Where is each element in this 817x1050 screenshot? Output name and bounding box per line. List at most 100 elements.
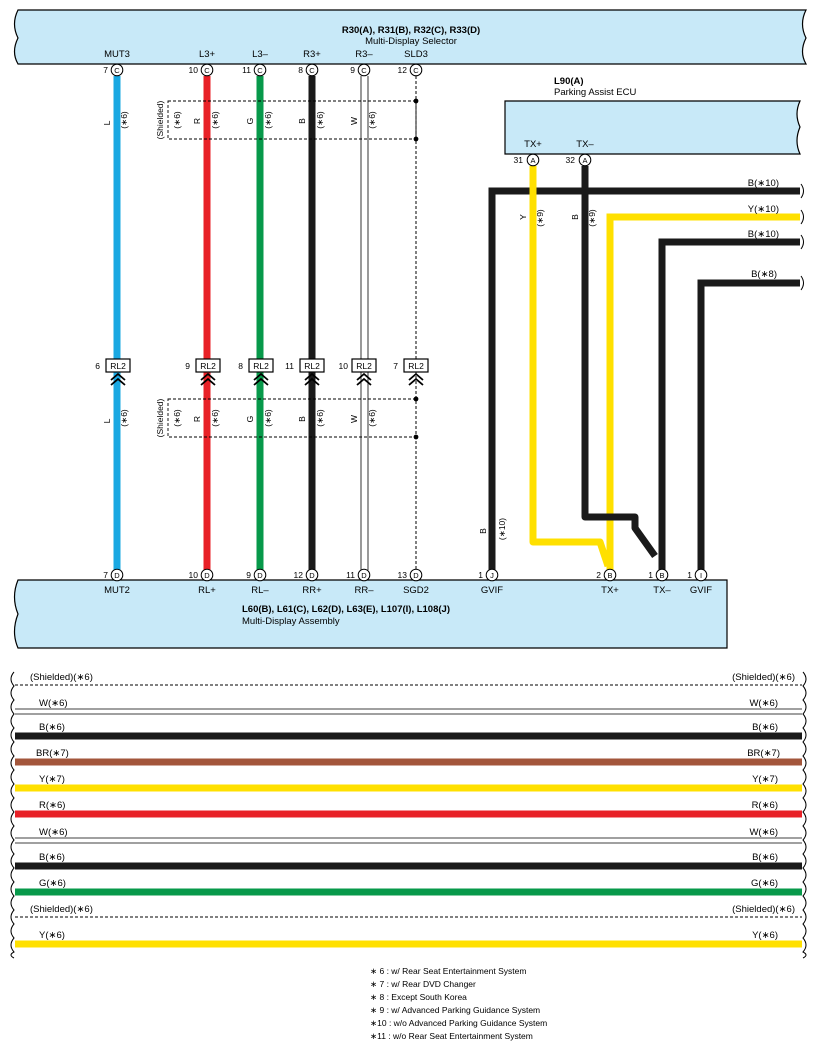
pin-number: 11 (242, 65, 251, 75)
pin-number: 10 (189, 570, 199, 580)
pin-connector: A (582, 156, 587, 165)
pin-number: 7 (103, 65, 108, 75)
pin-label: TX+ (524, 139, 542, 150)
junction-pin: 7 (393, 361, 398, 371)
junction-rl2-3: RL2 8 (238, 358, 274, 386)
wire-black-gvif-j (488, 187, 800, 570)
note-line: ∗ 7 : w/ Rear DVD Changer (370, 979, 476, 989)
pin-number: 31 (514, 155, 524, 165)
pin-number: 2 (596, 570, 601, 580)
shield-box-bottom (167, 398, 417, 438)
bottom-wire-label: BR(∗7) (747, 748, 780, 759)
selector-title: R30(A), R31(B), R32(C), R33(D) (342, 25, 480, 36)
pin-connector: B (659, 571, 664, 580)
bottom-wire-label: B(∗6) (752, 722, 778, 733)
shielded-label: (Shielded) (155, 398, 165, 437)
wire-code: G (245, 118, 255, 125)
wire-code: W (349, 415, 359, 423)
pin-label: TX– (653, 585, 671, 596)
pin-label: RL+ (198, 585, 216, 596)
display-pin-2-b: B 2 (596, 568, 617, 582)
selector-pin-11: C 11 (242, 63, 267, 77)
wire-option: (∗6) (210, 111, 220, 129)
note-line: ∗ 9 : w/ Advanced Parking Guidance Syste… (370, 1005, 540, 1015)
pin-number: 11 (346, 570, 355, 580)
pin-connector: A (530, 156, 535, 165)
pin-number: 9 (246, 570, 251, 580)
bottom-wire-label: (Shielded)(∗6) (30, 672, 93, 683)
wire-option: (∗6) (263, 409, 273, 427)
pin-label: GVIF (481, 585, 503, 596)
break-mark (800, 234, 804, 250)
selector-panel (13, 9, 808, 65)
shield-option: (∗6) (172, 409, 182, 427)
selector-name: Multi-Display Selector (365, 36, 457, 47)
junction-rl2-4: RL2 11 (285, 358, 325, 386)
pin-label: SGD2 (403, 585, 429, 596)
shielded-label: (Shielded) (155, 100, 165, 139)
bottom-wire-label: Y(∗6) (752, 930, 778, 941)
bottom-wire-label: W(∗6) (39, 698, 68, 709)
bottom-wire-label: W(∗6) (749, 827, 778, 838)
pin-connector: C (361, 66, 367, 75)
right-wire-label: B(∗8) (751, 269, 777, 280)
break-mark (800, 209, 804, 225)
shield-dot (413, 98, 419, 104)
note-line: ∗ 8 : Except South Korea (370, 992, 467, 1002)
pin-connector: I (700, 571, 702, 580)
pin-number: 7 (103, 570, 108, 580)
wire-option: (∗6) (210, 409, 220, 427)
junction-rl2-1: RL2 6 (95, 358, 131, 386)
wire-black-right-gvif-i (697, 279, 800, 570)
ecu-pin-32: A 32 (566, 153, 592, 167)
wire-option: (∗9) (587, 209, 597, 227)
junction-pin: 6 (95, 361, 100, 371)
pin-connector: C (413, 66, 419, 75)
bottom-wire-label: (Shielded)(∗6) (30, 904, 93, 915)
pin-connector: J (490, 571, 494, 580)
display-name: Multi-Display Assembly (242, 616, 340, 627)
wire-code: B (297, 118, 307, 124)
break-border-left (10, 671, 15, 959)
bottom-wire-label: B(∗6) (39, 722, 65, 733)
note-line: ∗ 6 : w/ Rear Seat Entertainment System (370, 966, 526, 976)
shield-dot (413, 434, 419, 440)
ecu-title: L90(A) (554, 76, 584, 87)
pin-label: R3+ (303, 49, 321, 60)
wire-code: Y (518, 214, 528, 220)
wire-yellow-right-tx-plus (606, 213, 800, 570)
display-pin-12: D 12 (294, 568, 319, 582)
wire-code: L (102, 120, 112, 125)
pin-label: SLD3 (404, 49, 428, 60)
pin-connector: D (309, 571, 315, 580)
wire-option: (∗10) (497, 518, 507, 540)
junction-code: RL2 (356, 361, 372, 371)
pin-label: RL– (251, 585, 269, 596)
wire-option: (∗6) (367, 111, 377, 129)
pin-number: 9 (350, 65, 355, 75)
note-line: ∗11 : w/o Rear Seat Entertainment System (370, 1031, 533, 1041)
junction-code: RL2 (304, 361, 320, 371)
bottom-wire-label: (Shielded)(∗6) (732, 672, 795, 683)
shield-option: (∗6) (172, 111, 182, 129)
pin-connector: C (309, 66, 315, 75)
junction-code: RL2 (253, 361, 269, 371)
bottom-wire-label: Y(∗6) (39, 930, 65, 941)
pin-label: RR+ (302, 585, 322, 596)
shield-dot (413, 396, 419, 402)
pin-number: 12 (398, 65, 408, 75)
selector-pin-7: C 7 (103, 63, 124, 77)
display-pin-1-b: B 1 (648, 568, 669, 582)
shield-box-top (167, 100, 417, 140)
bottom-wire-label: G(∗6) (751, 878, 778, 889)
wire-option: (∗6) (315, 409, 325, 427)
bottom-wire-label: B(∗6) (39, 852, 65, 863)
pin-number: 12 (294, 570, 304, 580)
wire-code: G (245, 416, 255, 423)
junction-rl2-6: RL2 7 (393, 358, 429, 386)
bottom-wire-label: R(∗6) (39, 800, 65, 811)
wire-code: W (349, 117, 359, 125)
junction-rl2-5: RL2 10 (339, 358, 377, 386)
pin-connector: B (607, 571, 612, 580)
ecu-panel (504, 100, 801, 155)
